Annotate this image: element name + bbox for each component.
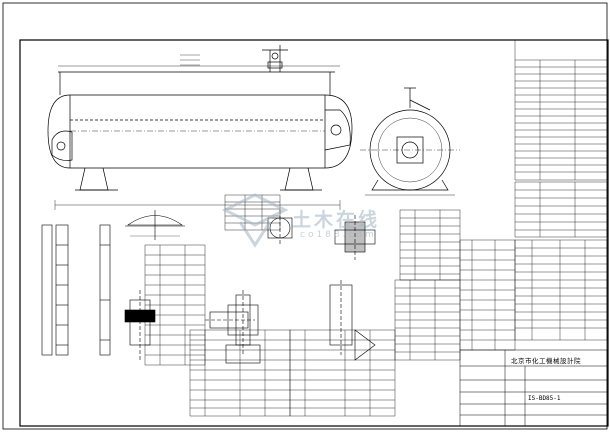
detail-manway <box>334 215 376 260</box>
watermark-logo <box>221 193 289 248</box>
company-name: 北京市化工機械設計院 <box>511 357 581 365</box>
baffle-plate-view <box>41 224 111 356</box>
bom-bottom-middle <box>289 329 396 417</box>
detail-saddle <box>125 210 185 240</box>
watermark-text: 土木在线 <box>292 209 381 231</box>
inner-border <box>19 39 609 427</box>
title-block-top <box>514 39 608 181</box>
tank-end-view <box>360 87 460 196</box>
title-block-bottom <box>459 349 608 427</box>
tank-elevation-view <box>47 45 353 210</box>
parts-list-right <box>514 181 608 341</box>
detail-nozzle-2 <box>124 290 156 360</box>
watermark-subtext: co188.com <box>300 230 377 240</box>
bom-bottom-left <box>189 329 291 417</box>
detail-nozzle-1 <box>225 290 261 364</box>
bill-of-materials <box>459 239 516 351</box>
detail-hatch <box>267 210 293 246</box>
detail-flange <box>205 311 255 329</box>
drawing-number: IS-BD85-1 <box>528 395 561 402</box>
nozzle-table <box>394 209 461 361</box>
detail-weld <box>329 280 376 361</box>
material-table-left <box>144 244 206 366</box>
